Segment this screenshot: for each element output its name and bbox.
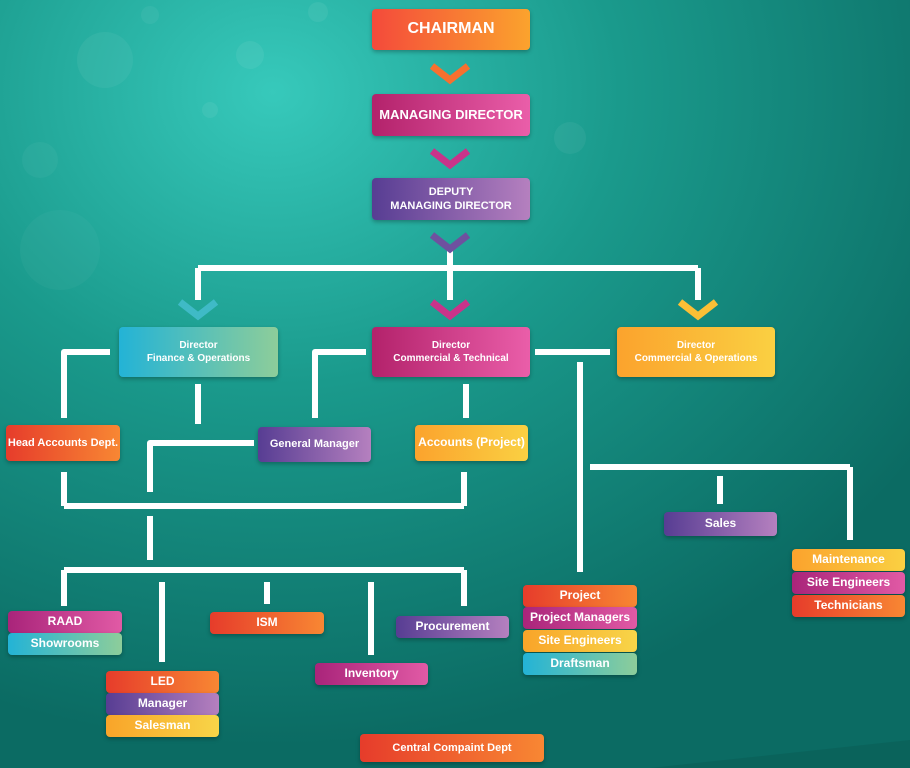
director-commercial-operations-box: Director Commercial & Operations <box>617 327 775 377</box>
showrooms-label: Showrooms <box>30 636 100 651</box>
site-engineers-project-label: Site Engineers <box>538 633 622 648</box>
led-manager-label: Manager <box>137 696 188 711</box>
led-manager-box: Manager <box>106 693 219 715</box>
general-manager-label: General Manager <box>269 438 360 451</box>
deputy-md-line1: DEPUTY <box>428 185 474 198</box>
managing-director-box: MANAGING DIRECTOR <box>372 94 530 136</box>
chevron-down-icon <box>429 232 471 254</box>
chevron-down-icon <box>177 299 219 321</box>
chevron-down-icon <box>429 299 471 321</box>
technicians-box: Technicians <box>792 595 905 617</box>
project-box: Project <box>523 585 637 607</box>
ism-box: ISM <box>210 612 324 634</box>
project-managers-box: Project Managers <box>523 607 637 629</box>
director-finance-operations-box: Director Finance & Operations <box>119 327 278 377</box>
site-engineers-right-label: Site Engineers <box>806 575 891 590</box>
salesman-label: Salesman <box>134 718 191 733</box>
raad-label: RAAD <box>47 614 83 629</box>
procurement-box: Procurement <box>396 616 509 638</box>
led-box: LED <box>106 671 219 693</box>
sales-label: Sales <box>704 516 737 531</box>
head-accounts-box: Head Accounts Dept. <box>6 425 120 461</box>
central-complaint-box: Central Compaint Dept <box>360 734 544 762</box>
site-engineers-right-box: Site Engineers <box>792 572 905 594</box>
ism-label: ISM <box>256 615 278 630</box>
head-accounts-label: Head Accounts Dept. <box>7 436 119 449</box>
chevron-down-icon <box>429 148 471 170</box>
director-commercial-technical-box: Director Commercial & Technical <box>372 327 530 377</box>
inventory-label: Inventory <box>344 666 399 681</box>
inventory-box: Inventory <box>315 663 428 685</box>
general-manager-box: General Manager <box>258 427 371 462</box>
draftsman-box: Draftsman <box>523 653 637 675</box>
accounts-project-label: Accounts (Project) <box>418 435 525 450</box>
managing-director-label: MANAGING DIRECTOR <box>379 106 523 122</box>
raad-box: RAAD <box>8 611 122 633</box>
technicians-label: Technicians <box>814 598 883 613</box>
director-finance-line1: Director <box>179 340 218 351</box>
chevron-down-icon <box>677 299 719 321</box>
led-label: LED <box>150 674 175 689</box>
site-engineers-project-box: Site Engineers <box>523 630 637 652</box>
deputy-md-line2: MANAGING DIRECTOR <box>390 200 512 212</box>
sales-box: Sales <box>664 512 777 536</box>
director-ct-line1: Director <box>431 340 471 351</box>
director-co-line1: Director <box>676 340 716 351</box>
accounts-project-box: Accounts (Project) <box>415 425 528 461</box>
chairman-label: CHAIRMAN <box>407 20 495 38</box>
director-finance-line2: Finance & Operations <box>146 353 251 364</box>
director-co-line2: Commercial & Operations <box>634 353 758 364</box>
salesman-box: Salesman <box>106 715 219 737</box>
maintenance-label: Maintenance <box>812 552 885 567</box>
procurement-label: Procurement <box>415 619 490 634</box>
draftsman-label: Draftsman <box>550 656 610 671</box>
showrooms-box: Showrooms <box>8 633 122 655</box>
central-complaint-label: Central Compaint Dept <box>392 741 512 754</box>
project-managers-label: Project Managers <box>529 610 631 625</box>
chevron-down-icon <box>429 63 471 85</box>
chairman-box: CHAIRMAN <box>372 9 530 50</box>
maintenance-box: Maintenance <box>792 549 905 571</box>
project-label: Project <box>559 588 601 603</box>
director-ct-line2: Commercial & Technical <box>393 353 509 364</box>
deputy-managing-director-box: DEPUTY MANAGING DIRECTOR <box>372 178 530 220</box>
